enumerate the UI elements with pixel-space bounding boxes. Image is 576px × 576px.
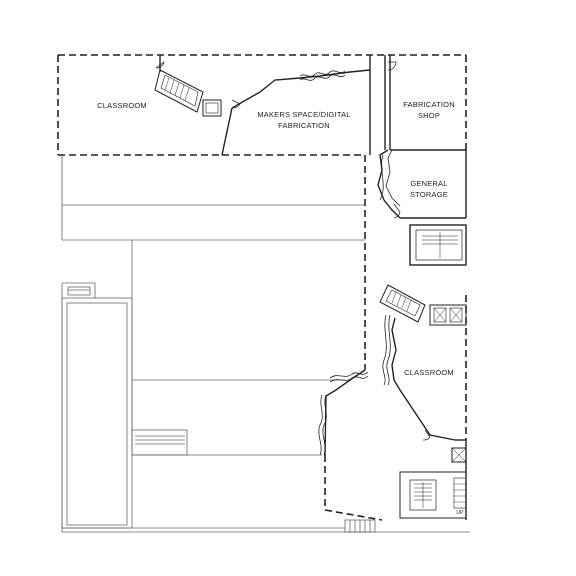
east-stair <box>379 284 467 326</box>
room-labels: CLASSROOM MAKERS SPACE/DIGITAL FABRICATI… <box>97 100 464 516</box>
makers-feature-wall <box>299 70 346 81</box>
north-wing-interior-walls <box>159 55 466 156</box>
room-label-makers-line1: MAKERS SPACE/DIGITAL <box>257 110 350 119</box>
existing-building-context <box>61 155 470 533</box>
room-label-makers-line2: FABRICATION <box>278 121 330 130</box>
room-label-classroom-east: CLASSROOM <box>404 368 454 377</box>
north-stair <box>154 69 222 117</box>
room-label-classroom-north: CLASSROOM <box>97 101 147 110</box>
stair-up-tag: UP <box>456 510 464 516</box>
door-swings <box>155 61 431 441</box>
room-label-fabrication-line2: SHOP <box>418 111 440 120</box>
room-label-fabrication-line1: FABRICATION <box>403 100 455 109</box>
east-wing-walls <box>324 155 467 521</box>
room-label-storage-line2: STORAGE <box>410 190 448 199</box>
corridor-wavy-wall <box>318 154 391 456</box>
southeast-core <box>399 447 467 519</box>
room-label-storage-line1: GENERAL <box>410 179 447 188</box>
north-wing-walls <box>57 54 467 156</box>
